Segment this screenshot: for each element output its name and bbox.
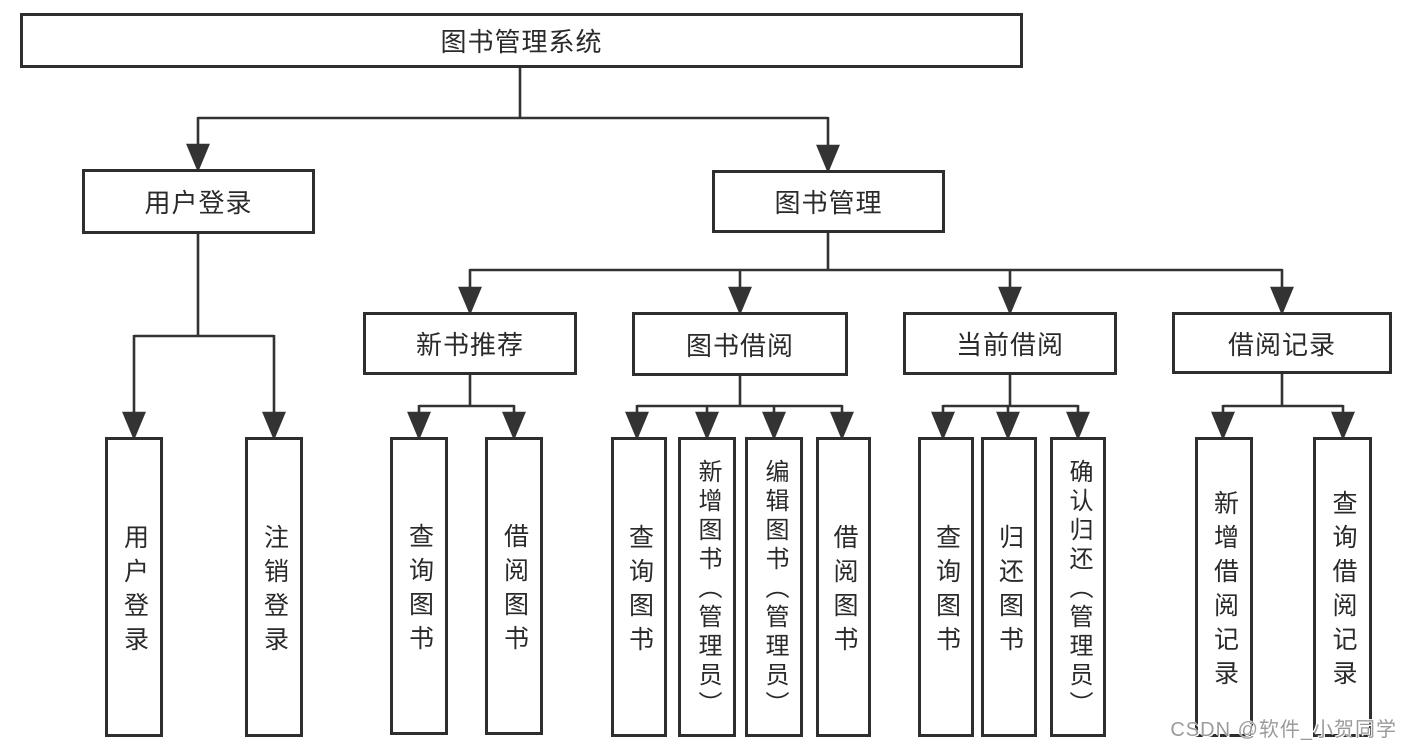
node-book-management-label: 图书管理	[774, 188, 883, 218]
node-root-label: 图书管理系统	[440, 27, 603, 57]
node-book-borrowing: 图书借阅	[632, 312, 848, 376]
leaf-current-confirm-return-admin: 确认归还（管理员）	[1050, 437, 1106, 737]
leaf-logout: 注销登录	[245, 437, 303, 737]
node-new-book-recommend-label: 新书推荐	[415, 330, 524, 360]
leaf-borrowing-borrow-book: 借阅图书	[816, 437, 871, 737]
leaf-recommend-query-book: 查询图书	[390, 437, 448, 735]
node-book-borrowing-label: 图书借阅	[685, 330, 794, 361]
node-root-system: 图书管理系统	[20, 13, 1023, 68]
node-book-management: 图书管理	[712, 170, 945, 233]
leaf-borrowing-add-book-admin: 新增图书（管理员）	[678, 437, 736, 737]
node-current-borrowing: 当前借阅	[903, 312, 1117, 375]
leaf-borrowing-query-book: 查询图书	[611, 437, 667, 737]
leaf-current-return-book: 归还图书	[981, 437, 1037, 737]
node-user-login-label: 用户登录	[144, 188, 253, 218]
leaf-current-query-book: 查询图书	[918, 437, 974, 737]
leaf-records-query-borrow-record: 查询借阅记录	[1313, 437, 1372, 737]
node-new-book-recommend: 新书推荐	[363, 312, 577, 375]
node-borrow-records: 借阅记录	[1172, 312, 1392, 374]
node-user-login: 用户登录	[82, 169, 315, 234]
csdn-watermark: CSDN @软件_小贺同学	[1170, 719, 1397, 741]
node-borrow-records-label: 借阅记录	[1227, 329, 1336, 360]
leaf-records-add-borrow-record: 新增借阅记录	[1195, 437, 1253, 737]
leaf-user-login: 用户登录	[105, 437, 163, 737]
node-current-borrowing-label: 当前借阅	[955, 330, 1064, 360]
leaf-recommend-borrow-book: 借阅图书	[485, 437, 543, 735]
leaf-borrowing-edit-book-admin: 编辑图书（管理员）	[745, 437, 803, 737]
